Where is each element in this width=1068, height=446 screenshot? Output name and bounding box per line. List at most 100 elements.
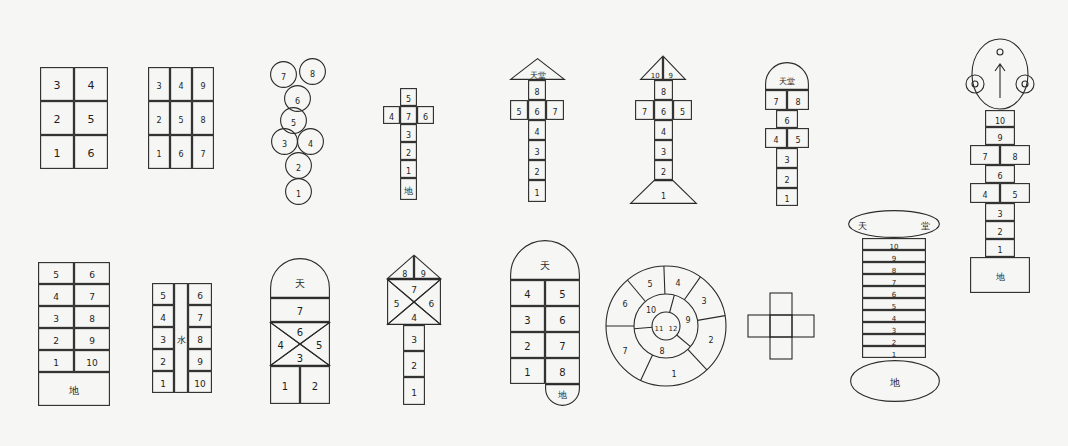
hopscotch-cell: 7	[765, 90, 787, 110]
hopscotch-cell: 2	[300, 366, 330, 404]
cell-number: 7	[892, 279, 896, 287]
hopscotch-cell: 4	[152, 305, 174, 327]
hopscotch-cell: 6	[188, 283, 212, 305]
hopscotch-cell: 天堂	[510, 58, 565, 80]
cell-label-holder: 地	[558, 385, 567, 401]
hopscotch-cell: 7	[546, 100, 564, 120]
cell-number: 1	[296, 190, 301, 199]
cell-number: 4	[892, 315, 896, 323]
cell-number: 5	[406, 95, 411, 104]
cell-label-holder: 7	[642, 102, 647, 118]
hopscotch-cell: 10	[862, 238, 926, 250]
hopscotch-cell: 8	[387, 255, 414, 279]
cell-number: 6	[661, 108, 666, 117]
hopscotch-cell: 4	[970, 183, 1000, 203]
cell-label-holder: 9	[197, 352, 203, 368]
cell-number: 3	[892, 327, 896, 335]
cell-label-holder: 7	[773, 92, 778, 108]
cell-label-holder: 4	[773, 130, 778, 146]
hopscotch-cell: 5	[400, 88, 417, 106]
cell-number: 8	[1012, 153, 1017, 162]
hopscotch-cell: 5	[74, 101, 108, 135]
hopscotch-cell: 4	[669, 274, 687, 288]
hopscotch-cell: 5	[545, 280, 580, 306]
cell-label-holder: 6	[88, 144, 95, 160]
cell-label-holder: 1	[54, 144, 61, 160]
cell-label-holder: 4	[661, 122, 666, 138]
hopscotch-cell: 10	[985, 110, 1015, 127]
hopscotch-cell: 6	[545, 306, 580, 332]
cell-number: 6	[423, 113, 428, 122]
cell-number: 2	[406, 149, 411, 158]
cell-number: 1	[997, 246, 1002, 255]
cell-label-holder: 7	[552, 102, 557, 118]
cell-label-holder: 3	[784, 150, 789, 166]
cell-label-holder: 天堂	[779, 71, 795, 87]
hopscotch-cell: 1	[270, 366, 300, 404]
cell-number: 5	[559, 289, 565, 300]
hopscotch-cell: 4	[528, 120, 546, 140]
cell-number: 4	[160, 313, 166, 323]
hopscotch-cell: 4	[765, 128, 787, 148]
cell-number: 1	[160, 379, 166, 389]
hopscotch-cell: 地	[400, 178, 417, 200]
cell-number: 6	[784, 117, 789, 126]
cell-number: 4	[278, 340, 284, 351]
hopscotch-cell: 9	[862, 250, 926, 262]
cell-number: 3	[411, 335, 417, 345]
cell-number: 1	[54, 147, 61, 160]
cell-number: 7	[406, 113, 411, 122]
cell-number: 7	[622, 347, 627, 356]
cell-number: 10	[651, 72, 660, 80]
cell-number: 3	[53, 314, 59, 324]
hopscotch-cell: 8	[188, 327, 212, 349]
hopscotch-cell: 6	[74, 135, 108, 169]
hopscotch-cell: 7	[270, 298, 330, 322]
cell-number: 5	[1012, 191, 1017, 200]
cell-number: 2	[296, 164, 301, 173]
hopscotch-cell: 3	[271, 128, 298, 155]
cell-number: 7	[982, 153, 987, 162]
hopscotch-cell: 7	[970, 145, 1000, 165]
cell-number: 6	[88, 147, 95, 160]
cell-label-holder: 6	[997, 166, 1002, 182]
cell-number: 3	[406, 131, 411, 140]
cell-number: 6	[892, 291, 896, 299]
cell-number: 9	[200, 82, 205, 91]
cell-number: 5	[291, 119, 296, 128]
cell-label-holder: 12	[669, 318, 678, 334]
cell-label-holder: 1	[156, 144, 161, 160]
hopscotch-cell: 2	[403, 351, 425, 377]
cell-label-holder: 天	[858, 216, 867, 232]
cell-label-holder: 堂	[921, 216, 930, 232]
cell-number: 5	[892, 303, 896, 311]
hopscotch-cell: 3	[985, 203, 1015, 221]
hopscotch-cell: 2	[510, 332, 545, 358]
cell-label-holder: 6	[423, 107, 428, 123]
cell-number: 2	[156, 116, 161, 125]
cell-label-holder: 7	[406, 107, 411, 123]
hopscotch-cell: 3	[862, 322, 926, 334]
cell-number: 2	[160, 357, 166, 367]
cell-number: 8	[559, 367, 565, 378]
cell-label-holder: 8	[659, 341, 664, 357]
hopscotch-cell: 5	[280, 107, 307, 134]
blank-cell	[770, 315, 792, 337]
cell-outline	[765, 62, 809, 90]
cell-label-holder: 11	[655, 318, 664, 334]
cell-label-holder: 10	[646, 300, 656, 316]
hopscotch-cell: 5	[38, 262, 74, 284]
cell-number: 5	[178, 116, 183, 125]
cell-number: 天	[540, 260, 550, 271]
cell-number: 7	[642, 108, 647, 117]
cell-label-holder: 2	[312, 377, 318, 393]
cell-label-holder: 3	[997, 204, 1002, 220]
spiral-outline	[652, 312, 680, 340]
cell-number: 天堂	[530, 71, 546, 80]
cell-label-holder: 5	[406, 89, 411, 105]
hopscotch-cell: 6	[528, 100, 546, 120]
cell-label-holder: 7	[411, 280, 417, 296]
cell-label-holder: 6	[297, 323, 303, 339]
cell-number: 5	[160, 291, 166, 301]
hopscotch-cell: 地	[545, 384, 580, 406]
